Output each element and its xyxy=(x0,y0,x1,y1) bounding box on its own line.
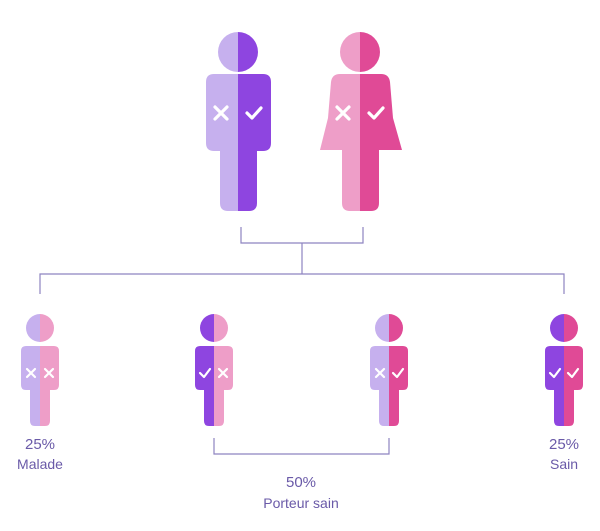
parents-bracket xyxy=(240,227,364,244)
father-body-left xyxy=(206,74,238,211)
child-2 xyxy=(195,314,233,426)
mother-body-left xyxy=(320,74,360,211)
carrier-percent: 50% xyxy=(285,474,317,491)
mother-body-right xyxy=(360,74,402,211)
children-branch xyxy=(39,273,565,294)
cross-icon xyxy=(43,367,55,379)
connector-lines xyxy=(39,227,565,455)
parent-mother xyxy=(320,32,402,211)
child-4 xyxy=(545,314,583,426)
check-icon xyxy=(548,367,562,379)
father-head-left xyxy=(218,32,238,72)
cross-icon xyxy=(217,367,229,379)
mother-head-right xyxy=(360,32,380,72)
carrier-label: Porteur sain xyxy=(263,495,339,511)
check-icon xyxy=(198,367,212,379)
check-icon xyxy=(245,106,263,120)
child-1 xyxy=(21,314,59,426)
cross-icon xyxy=(213,105,229,121)
cross-icon xyxy=(25,367,37,379)
child-3 xyxy=(370,314,408,426)
father-head-right xyxy=(238,32,258,72)
father-body-right xyxy=(238,74,271,211)
check-icon xyxy=(367,106,385,120)
carrier-bracket xyxy=(213,438,390,455)
cross-icon xyxy=(374,367,386,379)
healthy-percent: 25% xyxy=(548,436,580,453)
check-icon xyxy=(566,367,580,379)
mother-head-left xyxy=(340,32,360,72)
affected-label: Malade xyxy=(17,456,63,472)
cross-icon xyxy=(335,105,351,121)
healthy-label: Sain xyxy=(549,456,579,472)
affected-percent: 25% xyxy=(24,436,56,453)
parent-father xyxy=(206,32,271,211)
check-icon xyxy=(391,367,405,379)
